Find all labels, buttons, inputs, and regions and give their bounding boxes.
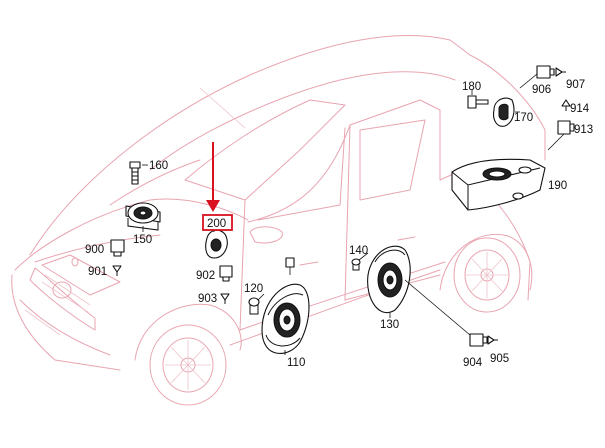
screw-140	[351, 252, 369, 271]
label-905: 905	[490, 353, 509, 365]
label-170: 170	[514, 112, 533, 124]
connector-900	[110, 239, 125, 257]
label-914: 914	[570, 103, 590, 115]
label-140: 140	[349, 245, 368, 257]
label-900: 900	[85, 244, 104, 256]
connector-904	[469, 333, 488, 347]
pin-905	[487, 335, 498, 345]
highlight-arrow	[206, 142, 220, 212]
part-labels: 160 150 900 901 200 902 903 120 110 140 …	[85, 79, 593, 369]
screw-120	[248, 293, 265, 315]
label-200: 200	[207, 218, 226, 230]
highlight-box-200	[202, 214, 233, 231]
label-190: 190	[548, 180, 567, 192]
screw-160	[129, 161, 148, 185]
pin-901	[112, 265, 122, 276]
car-body-outline	[11, 35, 546, 406]
speaker-130	[367, 245, 471, 336]
connector-906	[519, 65, 555, 89]
label-150: 150	[133, 234, 152, 246]
label-906: 906	[532, 84, 551, 96]
label-180: 180	[462, 81, 481, 93]
label-904: 904	[463, 357, 483, 369]
label-160: 160	[149, 160, 168, 172]
pin-903	[220, 293, 230, 304]
screw-180	[467, 90, 489, 109]
pin-907	[555, 67, 566, 77]
label-901: 901	[88, 266, 107, 278]
pin-914	[561, 99, 571, 111]
connector-913	[547, 120, 575, 151]
label-907: 907	[566, 79, 585, 91]
speaker-110	[261, 257, 310, 355]
label-903: 903	[198, 293, 217, 305]
label-110: 110	[287, 357, 305, 369]
connector-902	[219, 265, 233, 282]
label-130: 130	[380, 319, 399, 331]
label-913: 913	[574, 124, 593, 136]
label-902: 902	[196, 270, 215, 282]
label-120: 120	[244, 283, 263, 295]
speaker-150	[125, 202, 161, 232]
subwoofer-190	[451, 158, 546, 211]
tweeter-200	[205, 229, 228, 259]
tweeter-170	[493, 97, 520, 127]
